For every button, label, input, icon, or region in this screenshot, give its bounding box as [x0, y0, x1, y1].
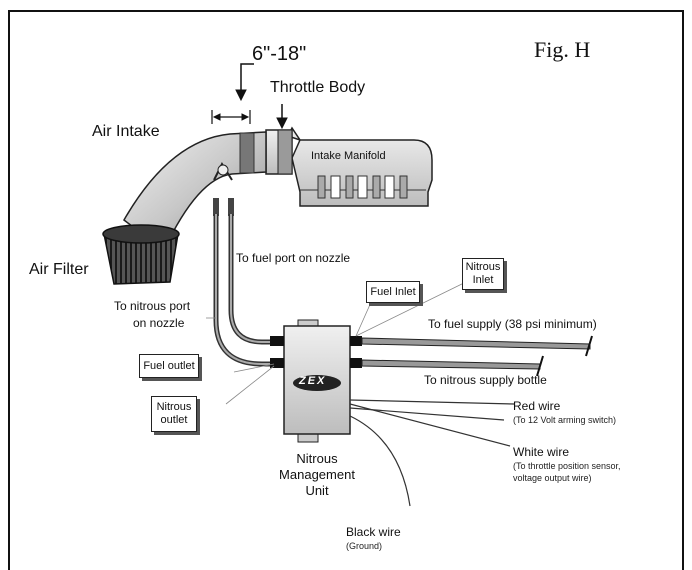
unit-label-line2: Management [279, 467, 355, 482]
nitrous-outlet-callout: Nitrous outlet [151, 396, 197, 432]
air-filter-label: Air Filter [29, 261, 89, 278]
zex-logo: ZEX [299, 375, 327, 387]
black-wire-note: (Ground) [346, 541, 383, 551]
intake-manifold [286, 126, 433, 207]
dimension-marker [211, 63, 288, 130]
figure-frame [8, 10, 684, 570]
nitrous-inlet-text-line1: Nitrous [465, 261, 501, 274]
air-intake-tube [123, 131, 267, 252]
white-wire-note-line2: voltage output wire) [513, 473, 592, 483]
black-wire-label: Black wire [346, 525, 401, 539]
fuel-supply-label: To fuel supply (38 psi minimum) [428, 317, 597, 331]
fuel-outlet-text: Fuel outlet [143, 359, 195, 372]
unit-label-line3: Unit [305, 483, 329, 498]
wires [349, 399, 515, 507]
nitrous-outlet-text-line2: outlet [160, 414, 188, 426]
intake-manifold-label: Intake Manifold [311, 150, 386, 162]
figure-title: Fig. H [534, 37, 591, 62]
fuel-port-label: To fuel port on nozzle [236, 251, 351, 265]
nitrous-outlet-text-line1: Nitrous [156, 401, 192, 414]
distance-label: 6"-18" [252, 43, 307, 65]
throttle-body [265, 129, 293, 175]
red-wire-label: Red wire [513, 399, 561, 413]
supply-lines [361, 335, 593, 377]
nitrous-supply-label: To nitrous supply bottle [424, 373, 547, 387]
nitrous-management-unit [270, 319, 362, 443]
white-wire-label: White wire [513, 445, 570, 459]
nitrous-inlet-text-line2: Inlet [472, 274, 494, 286]
leader-lines [206, 279, 471, 405]
nozzle [213, 161, 234, 216]
red-wire-note: (To 12 Volt arming switch) [513, 415, 617, 425]
unit-label-line1: Nitrous [296, 451, 338, 466]
nitrous-port-label-line2: on nozzle [133, 316, 185, 330]
white-wire-note-line1: (To throttle position sensor, [513, 461, 621, 471]
fuel-outlet-callout: Fuel outlet [139, 354, 199, 378]
air-intake-label: Air Intake [92, 123, 160, 140]
fuel-inlet-text: Fuel Inlet [370, 285, 416, 298]
air-filter [102, 224, 180, 285]
nitrous-inlet-callout: Nitrous Inlet [462, 258, 504, 290]
throttle-body-label: Throttle Body [270, 79, 366, 96]
nitrous-port-label-line1: To nitrous port [114, 299, 191, 313]
intake-coupler [239, 132, 255, 174]
fuel-inlet-callout: Fuel Inlet [366, 281, 420, 303]
